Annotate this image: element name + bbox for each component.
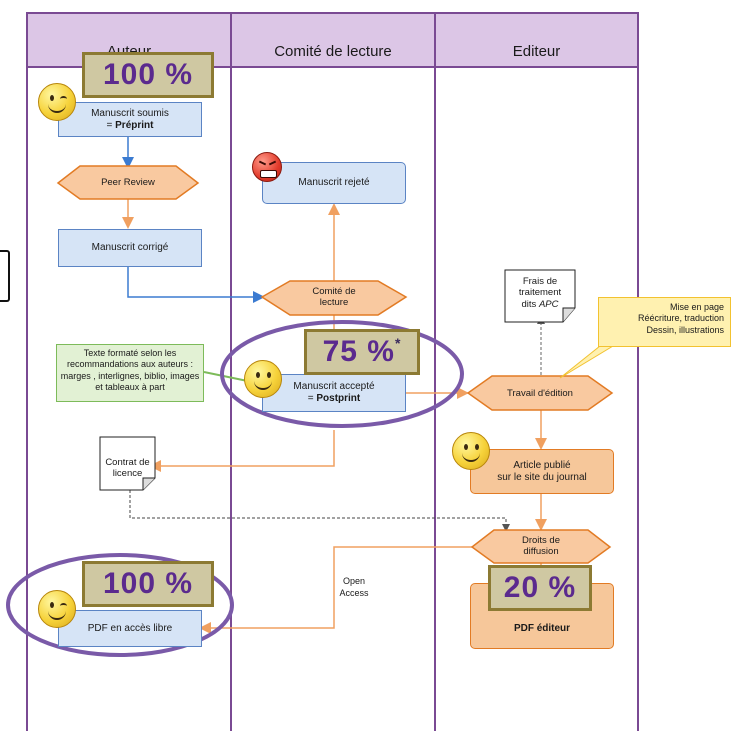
arrow-licence-to-rights	[129, 490, 510, 532]
lane-divider	[434, 12, 436, 731]
oa-pdf-percentage-badge: 100 %	[82, 561, 214, 607]
committee-label: Comité de lecture	[312, 286, 356, 309]
editing-work-label: Travail d'édition	[507, 388, 573, 399]
publisher-pdf-percentage-badge: 20 %	[488, 565, 592, 611]
open-access-label: Open Access	[339, 576, 369, 598]
preprint-label: Préprint	[115, 119, 154, 131]
lane-divider	[637, 12, 639, 731]
oa-pdf-highlight-ring	[6, 553, 234, 657]
arrow-corrected-to-committee	[127, 267, 265, 303]
published-article-box: Article publié sur le site du journal	[470, 449, 614, 494]
committee-shape	[260, 280, 408, 316]
oa-pdf-box: PDF en accès libre	[58, 610, 202, 647]
smiley-icon	[452, 432, 490, 470]
submitted-label: Manuscrit soumis	[91, 107, 169, 119]
lane-divider	[230, 12, 232, 731]
fees-document: Frais de traitement dits APC	[518, 276, 562, 310]
postprint-percentage-badge: 75 %*	[304, 329, 420, 375]
rejected-manuscript-box: Manuscrit rejeté	[262, 162, 406, 204]
callout-pointer	[559, 345, 615, 379]
rights-label: Droits de diffusion	[521, 535, 560, 558]
winking-smiley-icon	[38, 83, 76, 121]
winking-smiley-icon	[38, 590, 76, 628]
lane-title-committee: Comité de lecture	[274, 43, 392, 60]
submitted-manuscript-box: Manuscrit soumis = Préprint	[58, 102, 202, 137]
preprint-percentage-badge: 100 %	[82, 52, 214, 98]
peer-review-shape	[56, 165, 200, 200]
lane-divider	[26, 12, 28, 731]
postprint-highlight-ring	[220, 320, 464, 428]
layout-services-note: Mise en page Réécriture, traduction Dess…	[598, 297, 731, 347]
accepted-manuscript-box: Manuscrit accepté = Postprint	[262, 374, 406, 412]
peer-review-label: Peer Review	[101, 177, 155, 188]
accepted-label: Manuscrit accepté	[293, 381, 375, 392]
edge-bracket	[0, 250, 10, 302]
formatted-text-note: Texte formaté selon les recommandations …	[56, 344, 204, 402]
postprint-label: Postprint	[316, 393, 361, 404]
lane-title-editor: Editeur	[512, 43, 561, 60]
licence-document: Contrat de licence	[105, 457, 150, 480]
angry-face-icon	[252, 152, 282, 182]
lane-header-editor: Editeur	[434, 12, 639, 68]
smiley-icon	[244, 360, 282, 398]
editing-shape	[466, 375, 614, 411]
rights-shape	[470, 529, 612, 564]
arrow-rights-to-oa	[199, 546, 473, 634]
arrow-accepted-to-licence	[149, 430, 335, 472]
corrected-manuscript-box: Manuscrit corrigé	[58, 229, 202, 267]
